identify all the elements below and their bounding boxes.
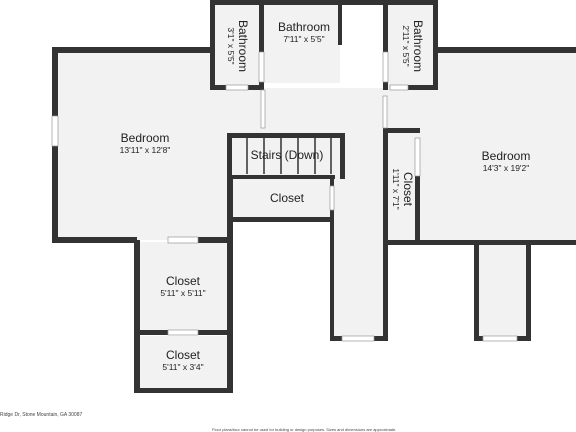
closet-right-floor: [388, 134, 418, 242]
stairs-label: Stairs (Down): [232, 148, 342, 162]
room-name: Bathroom: [411, 19, 425, 73]
room-name: Stairs (Down): [250, 148, 324, 162]
stair-treads: [246, 138, 332, 174]
door-closet-right: [414, 137, 421, 177]
bedroom-right-label: Bedroom 14'3" x 19'2": [456, 149, 556, 174]
bathroom-mid-floor: [264, 3, 340, 83]
room-dimensions: 5'11" x 5'11": [160, 288, 206, 298]
room-dimensions: 13'11" x 12'8": [119, 145, 171, 155]
window-left-bedroom: [51, 115, 59, 147]
closet-bottom-label: Closet 5'11" x 3'4": [135, 348, 231, 373]
bedroom-right-hall-floor: [478, 242, 528, 338]
room-name: Bedroom: [120, 131, 170, 145]
room-name: Closet: [401, 171, 415, 206]
bedroom-left-label: Bedroom 13'11" x 12'8": [95, 131, 195, 156]
room-name: Bathroom: [277, 20, 331, 34]
openings: [51, 51, 518, 342]
door-closet-mid: [329, 185, 335, 211]
pass-hall-left: [260, 89, 266, 129]
bathroom-mid-label: Bathroom 7'11" x 5'5": [264, 20, 344, 45]
window-hall-bottom: [341, 335, 375, 342]
closet-mid-floor: [233, 178, 333, 218]
door-closet-bottom: [167, 329, 199, 336]
room-dimensions: 2'11" x 5'5": [401, 25, 411, 67]
room-dimensions: 7'11" x 5'5": [283, 34, 325, 44]
bathroom-right-label: Bathroom 2'11" x 5'5": [397, 8, 425, 84]
closet-bottom-floor: [137, 336, 229, 388]
door-bathroom-left: [225, 84, 249, 91]
bedroom-left-floor: [55, 50, 230, 240]
room-dimensions: 5'11" x 3'4": [162, 362, 204, 372]
window-right-bottom: [482, 335, 518, 342]
closet-lower-label: Closet 5'11" x 5'11": [135, 274, 231, 299]
closet-right-label: Closet 1'11" x 7'1": [387, 154, 415, 224]
door-closet-lower: [167, 236, 199, 244]
closet-lower-floor: [137, 242, 229, 332]
room-dimensions: 1'11" x 7'1": [391, 168, 401, 210]
room-name: Bedroom: [481, 149, 531, 163]
stairs-floor: [230, 136, 344, 176]
closet-mid-label: Closet: [235, 191, 339, 205]
room-dimensions: 14'3" x 19'2": [482, 163, 530, 173]
room-name: Closet: [165, 274, 200, 288]
room-dimensions: 3'1" x 5'5": [226, 27, 236, 65]
bathroom-left-label: Bathroom 3'1" x 5'5": [222, 8, 250, 84]
room-floors: [55, 3, 576, 388]
room-name: Bathroom: [236, 19, 250, 73]
pass-bath-right: [382, 51, 389, 83]
pass-hall-right: [382, 95, 388, 129]
hall-floor: [230, 88, 388, 136]
footer-address: Ridge Dr, Stone Mountain, GA 30087: [0, 412, 83, 418]
room-name: Closet: [269, 191, 304, 205]
bathroom-left-floor: [215, 3, 261, 88]
pass-bath-mid: [258, 51, 265, 83]
room-name: Closet: [165, 348, 200, 362]
footer-disclaimer: Floor plans/tour cannot be used for buil…: [212, 427, 397, 432]
door-bathroom-right: [389, 84, 409, 91]
